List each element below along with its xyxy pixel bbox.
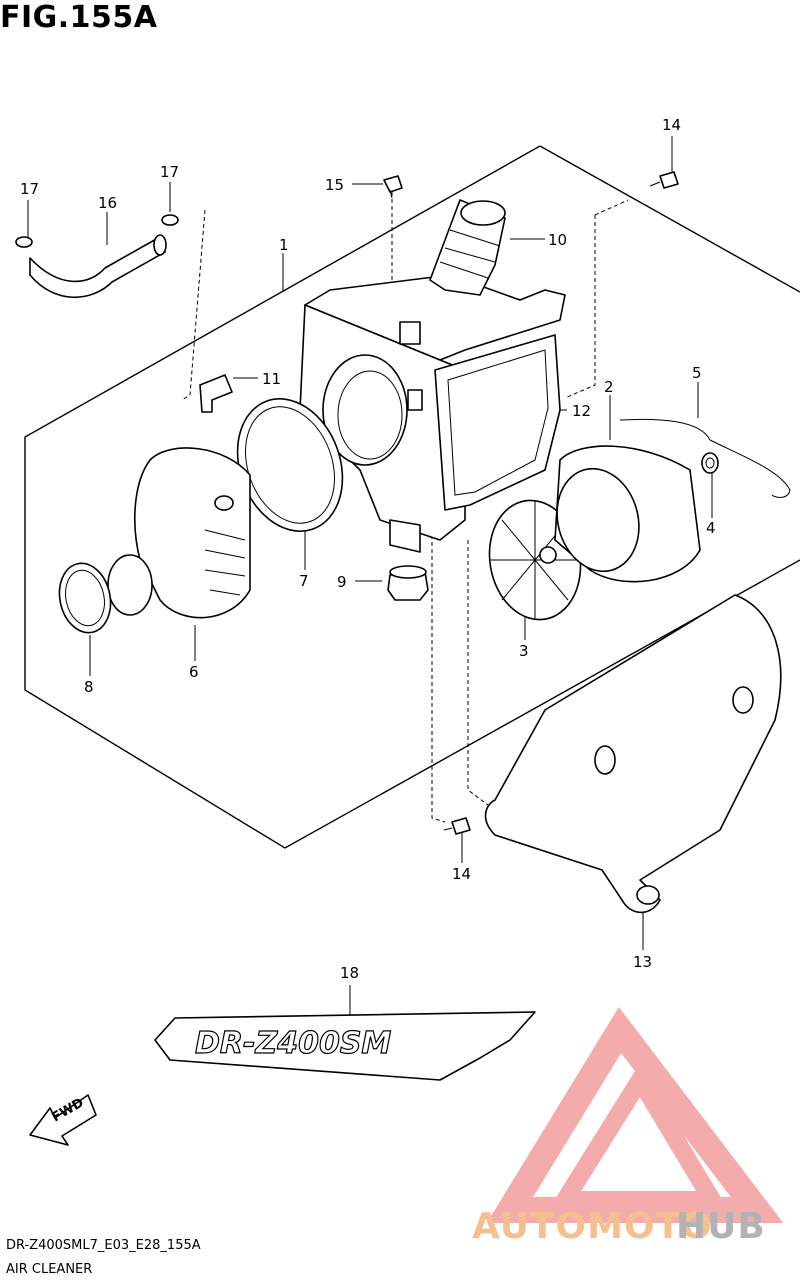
callout-8: 8 xyxy=(84,678,94,696)
breather-hose-part-16 xyxy=(29,234,167,299)
bolt-part-14-bottom xyxy=(443,817,471,835)
callout-labels: 17 16 17 15 1 14 10 11 2 5 12 4 7 9 3 8 … xyxy=(20,116,716,982)
intake-boot-part-10 xyxy=(429,199,506,296)
callout-17b: 17 xyxy=(160,163,179,181)
callout-1: 1 xyxy=(279,236,289,254)
decal-part-18: DR-Z400SM xyxy=(154,1011,536,1081)
callout-6: 6 xyxy=(189,663,199,681)
decal-text: DR-Z400SM xyxy=(195,1026,391,1061)
callout-4: 4 xyxy=(706,519,716,537)
callout-18: 18 xyxy=(340,964,359,982)
drain-cap-part-9 xyxy=(387,565,429,601)
filter-element-part-2 xyxy=(554,445,701,583)
callout-16: 16 xyxy=(98,194,117,212)
bolt-part-14-top xyxy=(649,171,679,189)
callout-11: 11 xyxy=(262,370,281,388)
watermark-logo xyxy=(486,1006,784,1223)
figure-code: DR-Z400SML7_E03_E28_155A xyxy=(6,1238,201,1253)
bolt-part-15 xyxy=(383,175,403,199)
callout-14a: 14 xyxy=(662,116,681,134)
callout-13: 13 xyxy=(633,953,652,971)
callout-9: 9 xyxy=(337,573,347,591)
washer-part-4 xyxy=(701,452,719,474)
callout-5: 5 xyxy=(692,364,702,382)
intake-duct-part-6 xyxy=(107,447,251,619)
fitting-part-11 xyxy=(199,374,233,413)
watermark-text: AUTOMOTO HUB xyxy=(472,1206,766,1247)
side-cover-part-13 xyxy=(484,594,782,914)
callout-2: 2 xyxy=(604,378,614,396)
forward-arrow-icon: FWD xyxy=(29,1094,97,1146)
air-cleaner-case-part-1 xyxy=(299,274,566,553)
clamp-part-17 xyxy=(15,214,179,248)
assembly-outline xyxy=(24,145,800,849)
callout-3: 3 xyxy=(519,642,529,660)
callout-15: 15 xyxy=(325,176,344,194)
callout-12: 12 xyxy=(572,402,591,420)
figure-name: AIR CLEANER xyxy=(6,1262,93,1277)
retaining-wire-part-5 xyxy=(619,418,791,498)
figure-title: FIG.155A xyxy=(0,0,158,35)
watermark-text-a: AUTOMOTO xyxy=(472,1206,713,1247)
callout-14b: 14 xyxy=(452,865,471,883)
callout-17a: 17 xyxy=(20,180,39,198)
callout-10: 10 xyxy=(548,231,567,249)
watermark-text-b: HUB xyxy=(676,1206,766,1247)
callout-7: 7 xyxy=(299,572,309,590)
clamp-part-8 xyxy=(58,562,112,634)
